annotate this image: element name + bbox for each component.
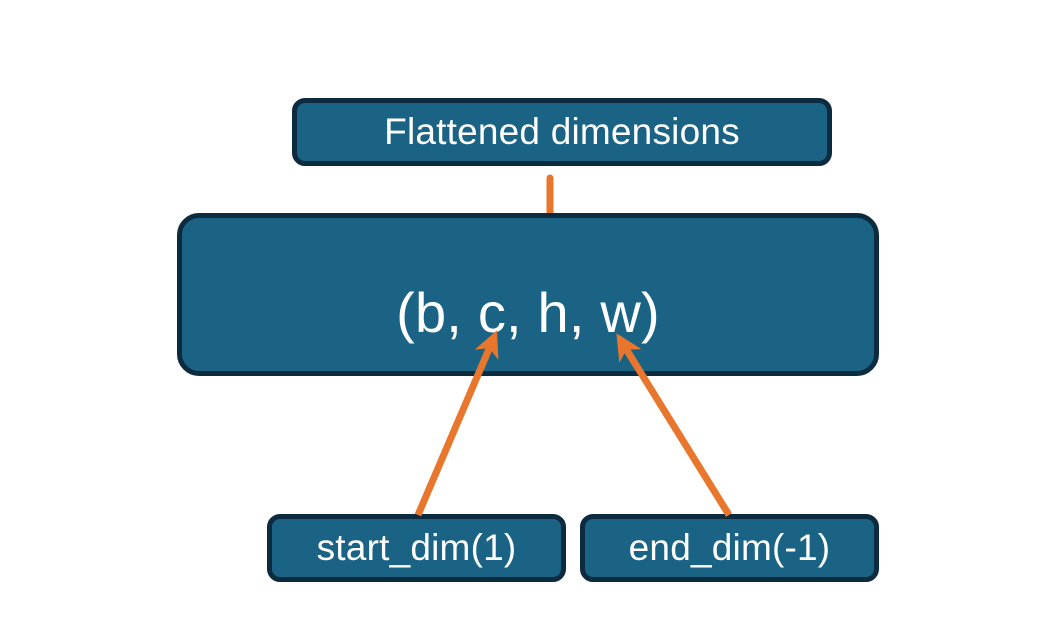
end-dim-arrow-icon xyxy=(616,333,732,517)
start-dim-arrow-icon xyxy=(414,330,499,517)
